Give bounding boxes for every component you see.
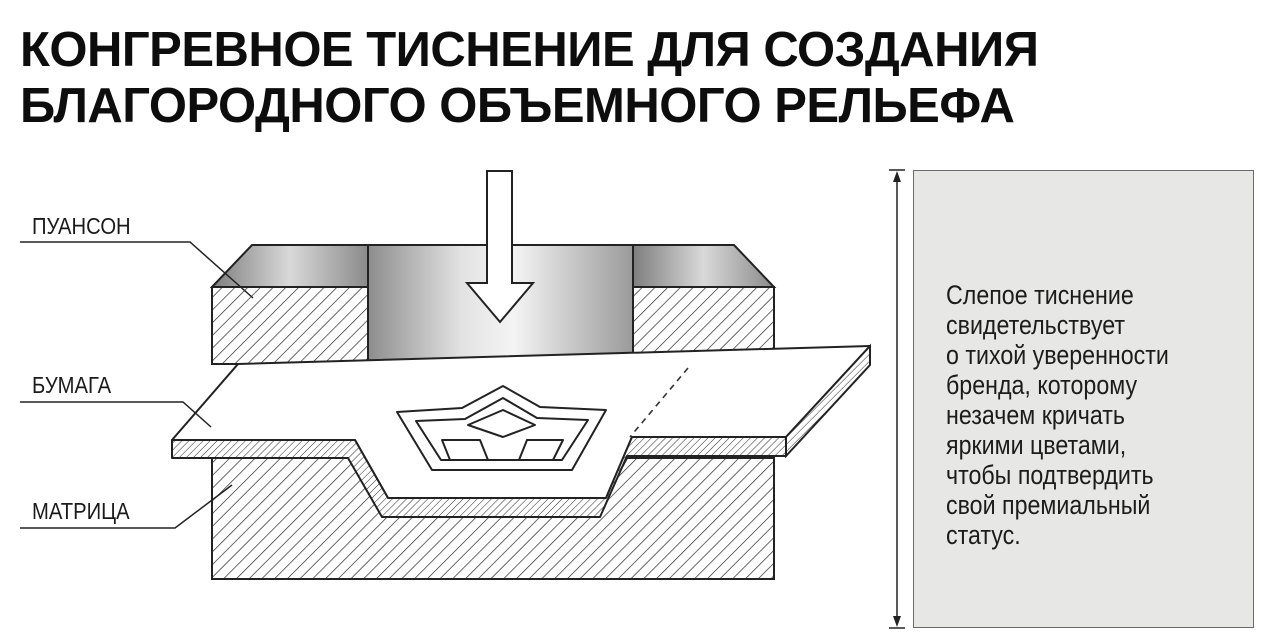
paper-side-edge [785, 343, 871, 459]
label-punch: ПУАНСОН [32, 213, 131, 240]
note-panel: Слепое тиснение свидетельствует о тихой … [913, 170, 1254, 628]
embossed-relief [396, 385, 607, 471]
note-text: Слепое тиснение свидетельствует о тихой … [946, 280, 1169, 550]
punch-leader-line [20, 241, 254, 299]
punch-callout: ПУАНСОН [20, 213, 254, 299]
paper-callout: БУМАГА [20, 372, 212, 428]
label-paper: БУМАГА [32, 372, 112, 399]
punch-top-right-face [632, 244, 777, 288]
title-line-2: БЛАГОРОДНОГО ОБЪЕМНОГО РЕЛЬЕФА [20, 79, 1015, 133]
page-title: КОНГРЕВНОЕ ТИСНЕНИЕ ДЛЯ СОЗДАНИЯ БЛАГОРО… [20, 22, 1260, 134]
paper-leader-line [20, 401, 212, 428]
height-dimension-arrow [889, 169, 905, 629]
punch-top-left-face [209, 244, 369, 288]
die-leader-line [20, 484, 233, 529]
die-callout: МАТРИЦА [20, 484, 233, 529]
paper-dashed-guide [629, 367, 689, 438]
label-die: МАТРИЦА [32, 498, 130, 525]
title-line-1: КОНГРЕВНОЕ ТИСНЕНИЕ ДЛЯ СОЗДАНИЯ [20, 23, 1039, 77]
punch-left-block [211, 286, 369, 365]
press-direction-arrow [464, 170, 536, 324]
